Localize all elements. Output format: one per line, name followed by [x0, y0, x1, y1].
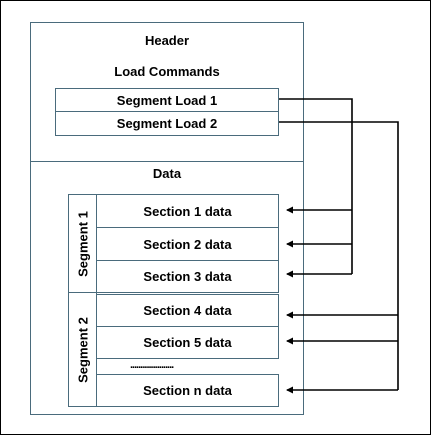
segment-1-group: Segment 1: [68, 194, 97, 293]
segment-load-2: Segment Load 2: [55, 111, 279, 136]
segment-load-2-connector: [279, 121, 399, 390]
section-5-data: Section 5 data: [96, 326, 279, 359]
section-1-data: Section 1 data: [96, 194, 279, 228]
section-n-data: Section n data: [96, 374, 279, 407]
section-2-data: Section 2 data: [96, 227, 279, 261]
data-label: Data: [152, 166, 182, 181]
load-commands-label: Load Commands: [114, 64, 220, 79]
header-label: Header: [144, 33, 190, 48]
segment-load-1-connector: [279, 98, 353, 274]
sections-ellipsis: .....................: [130, 359, 174, 371]
segment-load-1: Segment Load 1: [55, 88, 279, 112]
section-3-data: Section 3 data: [96, 260, 279, 293]
